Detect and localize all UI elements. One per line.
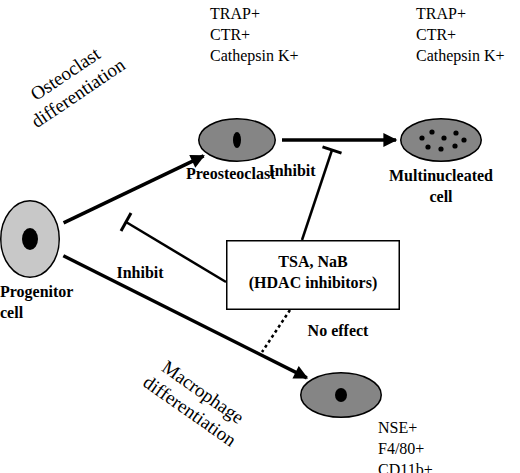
nucleus xyxy=(452,143,457,148)
marker-list: NSE+ F4/80+ CD11b+ xyxy=(378,418,468,473)
inhibit-bar xyxy=(323,147,342,153)
macrophage-cell: NSE+ F4/80+ CD11b+ xyxy=(300,372,382,418)
inhibit-line xyxy=(302,147,342,240)
cell-outline xyxy=(400,118,482,162)
nucleus xyxy=(419,135,424,140)
inhibit-label: Inhibit xyxy=(116,263,163,282)
nucleus xyxy=(429,129,434,134)
effect-label: No effect xyxy=(308,321,369,340)
nucleus xyxy=(441,135,446,140)
nucleus xyxy=(453,130,458,135)
cell-body xyxy=(199,119,276,162)
inhibit-bar xyxy=(121,213,131,231)
box-text: TSA, NaB (HDAC inhibitors) xyxy=(226,252,400,294)
multinucleated-cell: TRAP+ CTR+ Cathepsin K+Multinucleated ce… xyxy=(400,118,482,162)
nucleus xyxy=(438,146,443,151)
arrow-connector xyxy=(282,138,396,142)
nucleus xyxy=(335,388,347,402)
inhibit-label: Inhibit xyxy=(268,161,315,180)
dotted-line xyxy=(262,310,290,352)
cell-body xyxy=(401,119,482,162)
nucleus xyxy=(425,144,430,149)
arrow-connector xyxy=(64,156,204,223)
pathway-label: Osteoclast differentiation xyxy=(14,35,129,133)
cell-name: Multinucleated cell xyxy=(378,166,504,208)
cell-outline xyxy=(300,372,382,418)
preosteoclast-cell: TRAP+ CTR+ Cathepsin K+Preosteoclast xyxy=(198,118,276,162)
cell-outline xyxy=(198,118,276,162)
nucleus xyxy=(233,132,241,148)
nucleus xyxy=(22,228,38,250)
cell-body xyxy=(1,201,60,278)
inhibitor-box: TSA, NaB (HDAC inhibitors) xyxy=(226,240,400,310)
progenitor-cell: Progenitor cell xyxy=(0,200,60,278)
box-outline xyxy=(227,241,400,310)
marker-list: TRAP+ CTR+ Cathepsin K+ xyxy=(210,4,320,66)
cell-name: Progenitor cell xyxy=(0,282,90,324)
pathway-label: Macrophage differentiation xyxy=(139,352,254,451)
marker-list: TRAP+ CTR+ Cathepsin K+ xyxy=(416,4,520,66)
nucleus xyxy=(461,137,466,142)
cell-body xyxy=(301,373,382,418)
cell-outline xyxy=(0,200,60,278)
